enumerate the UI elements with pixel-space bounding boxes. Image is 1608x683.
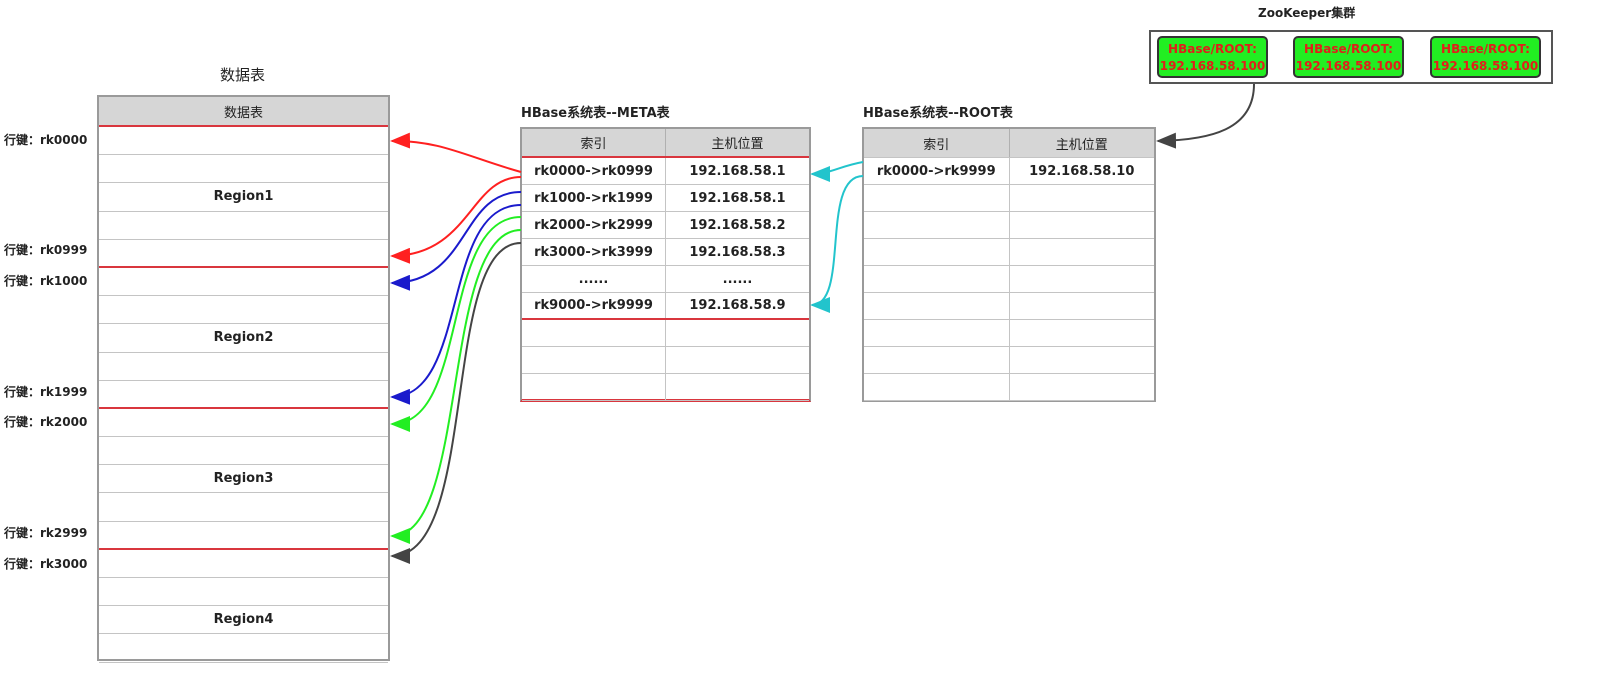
arrow-root-to-meta-first [810, 161, 864, 182]
row-key-label: 行键：rk1000 [4, 274, 88, 288]
index-cell: rk2000->rk2999 [534, 217, 653, 233]
region-label: Region1 [99, 183, 388, 212]
host-cell: 192.168.58.3 [665, 239, 809, 265]
table-row: rk2000->rk2999 192.168.58.2 [522, 212, 809, 239]
zookeeper-node: HBase/ROOT:192.168.58.100 [1293, 36, 1404, 78]
host-cell: ...... [665, 266, 809, 292]
table-row: rk0000->rk0999 192.168.58.1 [522, 158, 809, 185]
data-table-row [99, 634, 388, 663]
table-row [522, 320, 809, 347]
data-table-row [99, 155, 388, 184]
table-row: ............ [522, 266, 809, 293]
region-label: Region2 [99, 324, 388, 353]
index-cell: rk3000->rk3999 [534, 244, 653, 260]
arrow-meta-to-rk3000 [390, 242, 522, 564]
data-table-row [99, 240, 388, 268]
arrow-root-to-meta-last [810, 175, 864, 313]
row-key-label: 行键：rk2999 [4, 526, 88, 540]
data-table-row [99, 353, 388, 381]
row-key-label: 行键：rk3000 [4, 557, 88, 571]
column-header-index: 索引 [580, 137, 607, 152]
row-key-label: 行键：rk2000 [4, 415, 88, 429]
data-table-row [99, 578, 388, 607]
data-table-row [99, 296, 388, 325]
table-row: rk9000->rk9999 192.168.58.9 [522, 293, 809, 320]
host-cell: 192.168.58.1 [665, 185, 809, 211]
arrow-meta-to-rk0000 [390, 132, 522, 173]
column-header-index: 索引 [923, 137, 950, 153]
table-row [522, 347, 809, 374]
arrow-zookeeper-to-root [1156, 83, 1255, 149]
row-key-label: 行键：rk0999 [4, 243, 88, 257]
arrow-meta-to-rk2000 [390, 216, 522, 432]
arrow-meta-to-rk1000 [390, 191, 522, 291]
table-row [864, 185, 1154, 212]
table-row: rk1000->rk1999 192.168.58.1 [522, 185, 809, 212]
data-table-row [99, 409, 388, 438]
root-table-title: HBase系统表--ROOT表 [863, 106, 1013, 121]
data-table-row [99, 522, 388, 550]
arrow-meta-to-rk0999 [390, 176, 522, 264]
host-cell [1008, 347, 1155, 373]
data-table-row [99, 550, 388, 578]
data-table-row [99, 493, 388, 522]
host-cell [1008, 185, 1155, 211]
index-cell: rk1000->rk1999 [534, 190, 653, 206]
region-label: Region4 [99, 606, 388, 635]
data-table-row [99, 127, 388, 156]
table-row [522, 374, 809, 401]
index-cell: rk9000->rk9999 [534, 298, 653, 313]
host-cell [1008, 320, 1155, 346]
meta-table-title: HBase系统表--META表 [521, 106, 670, 121]
table-row [864, 320, 1154, 347]
host-cell [665, 320, 809, 346]
data-table-header: 数据表 [223, 105, 263, 121]
region-label: Region3 [99, 465, 388, 494]
table-row [864, 266, 1154, 293]
column-header-host: 主机位置 [1008, 129, 1155, 157]
data-table-row [99, 268, 388, 297]
zookeeper-node: HBase/ROOT:192.168.58.100 [1157, 36, 1268, 78]
host-cell: 192.168.58.1 [665, 158, 809, 184]
table-row: rk0000->rk9999 192.168.58.10 [864, 158, 1154, 185]
data-table-title: 数据表 [220, 66, 266, 84]
host-cell: 192.168.58.9 [665, 293, 809, 318]
table-row: rk3000->rk3999 192.168.58.3 [522, 239, 809, 266]
host-cell: 192.168.58.10 [1008, 158, 1155, 184]
root-table: 索引 主机位置 rk0000->rk9999 192.168.58.10 [862, 127, 1156, 402]
data-table-row [99, 212, 388, 240]
table-row [864, 374, 1154, 401]
table-row [864, 293, 1154, 320]
zookeeper-title: ZooKeeper集群 [1258, 6, 1356, 20]
data-table-row [99, 381, 388, 409]
zookeeper-node: HBase/ROOT:192.168.58.100 [1430, 36, 1541, 78]
host-cell [1008, 266, 1155, 292]
row-key-label: 行键：rk1999 [4, 385, 88, 399]
index-cell: rk0000->rk0999 [534, 163, 653, 179]
host-cell: 192.168.58.2 [665, 212, 809, 238]
host-cell [1008, 293, 1155, 319]
table-row [864, 239, 1154, 266]
table-row [864, 212, 1154, 239]
column-header-host: 主机位置 [665, 129, 809, 156]
host-cell [1008, 374, 1155, 400]
index-cell: ...... [578, 271, 609, 287]
data-table-row [99, 437, 388, 466]
host-cell [1008, 239, 1155, 265]
arrow-meta-to-rk2999 [390, 229, 522, 544]
host-cell [665, 347, 809, 373]
index-cell: rk0000->rk9999 [876, 163, 996, 179]
row-key-label: 行键：rk0000 [4, 133, 88, 147]
host-cell [665, 374, 809, 400]
table-row [864, 347, 1154, 374]
host-cell [1008, 212, 1155, 238]
arrow-meta-to-rk1999 [390, 204, 522, 405]
